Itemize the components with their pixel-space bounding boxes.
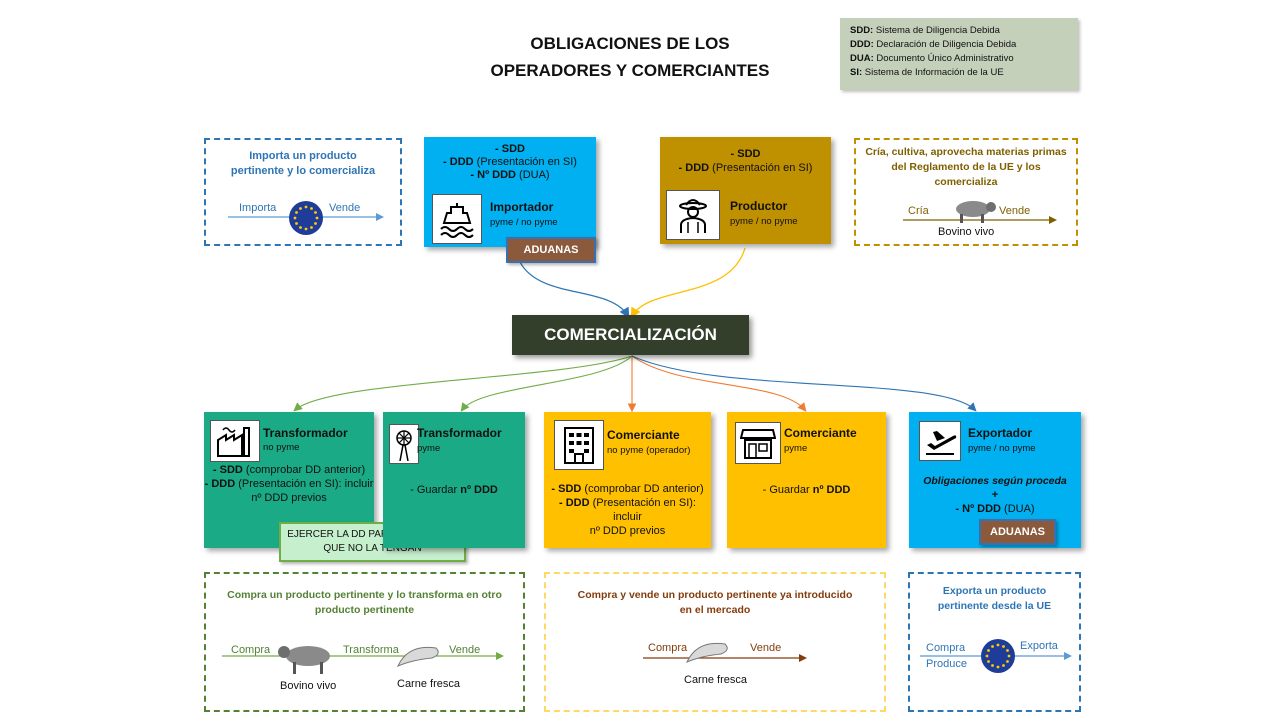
- card-comerciante-pyme: Comerciante pyme - Guardar nº DDD: [727, 412, 886, 548]
- sell-arrow: [643, 642, 807, 663]
- cow-arrow: [903, 201, 1057, 224]
- comercializacion-box: COMERCIALIZACIÓN: [512, 315, 749, 355]
- title-line-1: OBLIGACIONES DE LOS: [530, 34, 730, 53]
- aduanas-badge-export: ADUANAS: [979, 519, 1056, 545]
- meat-icon: [397, 646, 439, 667]
- note-transforma: Compra un producto pertinente y lo trans…: [204, 572, 525, 712]
- note-cria: Cría, cultiva, aprovecha materias primas…: [854, 138, 1078, 246]
- shop-icon: [735, 422, 781, 464]
- legend-item: DDD: Declaración de Diligencia Debida: [850, 39, 1017, 50]
- card-transformador-pyme: Transformador pyme - Guardar nº DDD: [383, 412, 525, 548]
- building-icon: [554, 420, 604, 470]
- note-importa: Importa un producto pertinente y lo come…: [204, 138, 402, 246]
- cow-icon: [278, 646, 330, 674]
- arrow-productor: [630, 247, 746, 319]
- card-importador: - SDD - DDD (Presentación en SI) - Nº DD…: [424, 137, 596, 247]
- arrow-exportador: [631, 355, 977, 412]
- transform-arrow: [222, 646, 504, 674]
- page-title: OBLIGACIONES DE LOS OPERADORES Y COMERCI…: [440, 30, 820, 84]
- legend-item: DUA: Documento Único Administrativo: [850, 53, 1014, 64]
- legend-item: SDD: Sistema de Diligencia Debida: [850, 25, 1000, 36]
- export-arrow: [920, 639, 1072, 673]
- factory-icon: [210, 420, 260, 462]
- arrow-transformador-2: [460, 355, 633, 412]
- legend-item: SI: Sistema de Información de la UE: [850, 67, 1004, 78]
- card-productor: - SDD - DDD (Presentación en SI) Product…: [660, 137, 831, 244]
- windmill-icon: [389, 424, 419, 464]
- arrow-comerciante-2: [631, 355, 807, 412]
- arrow-transformador-1: [293, 355, 633, 412]
- plane-takeoff-icon: [919, 421, 961, 461]
- eu-flag-arrow: [228, 201, 384, 235]
- aduanas-badge: ADUANAS: [506, 237, 596, 263]
- note-compra-vende: Compra y vende un producto pertinente ya…: [544, 572, 886, 712]
- eu-flag-icon: [981, 639, 1015, 673]
- card-comerciante-no-pyme: Comerciante no pyme (operador) - SDD (co…: [544, 412, 711, 548]
- note-exporta: Exporta un producto pertinente desde la …: [908, 572, 1081, 712]
- farmer-icon: [666, 190, 720, 240]
- legend-box: SDD: Sistema de Diligencia Debida DDD: D…: [840, 18, 1078, 90]
- meat-icon: [686, 642, 728, 663]
- arrow-importador: [519, 261, 630, 319]
- cow-icon: [956, 201, 996, 223]
- title-line-2: OPERADORES Y COMERCIANTES: [490, 61, 770, 80]
- ship-icon: [432, 194, 482, 244]
